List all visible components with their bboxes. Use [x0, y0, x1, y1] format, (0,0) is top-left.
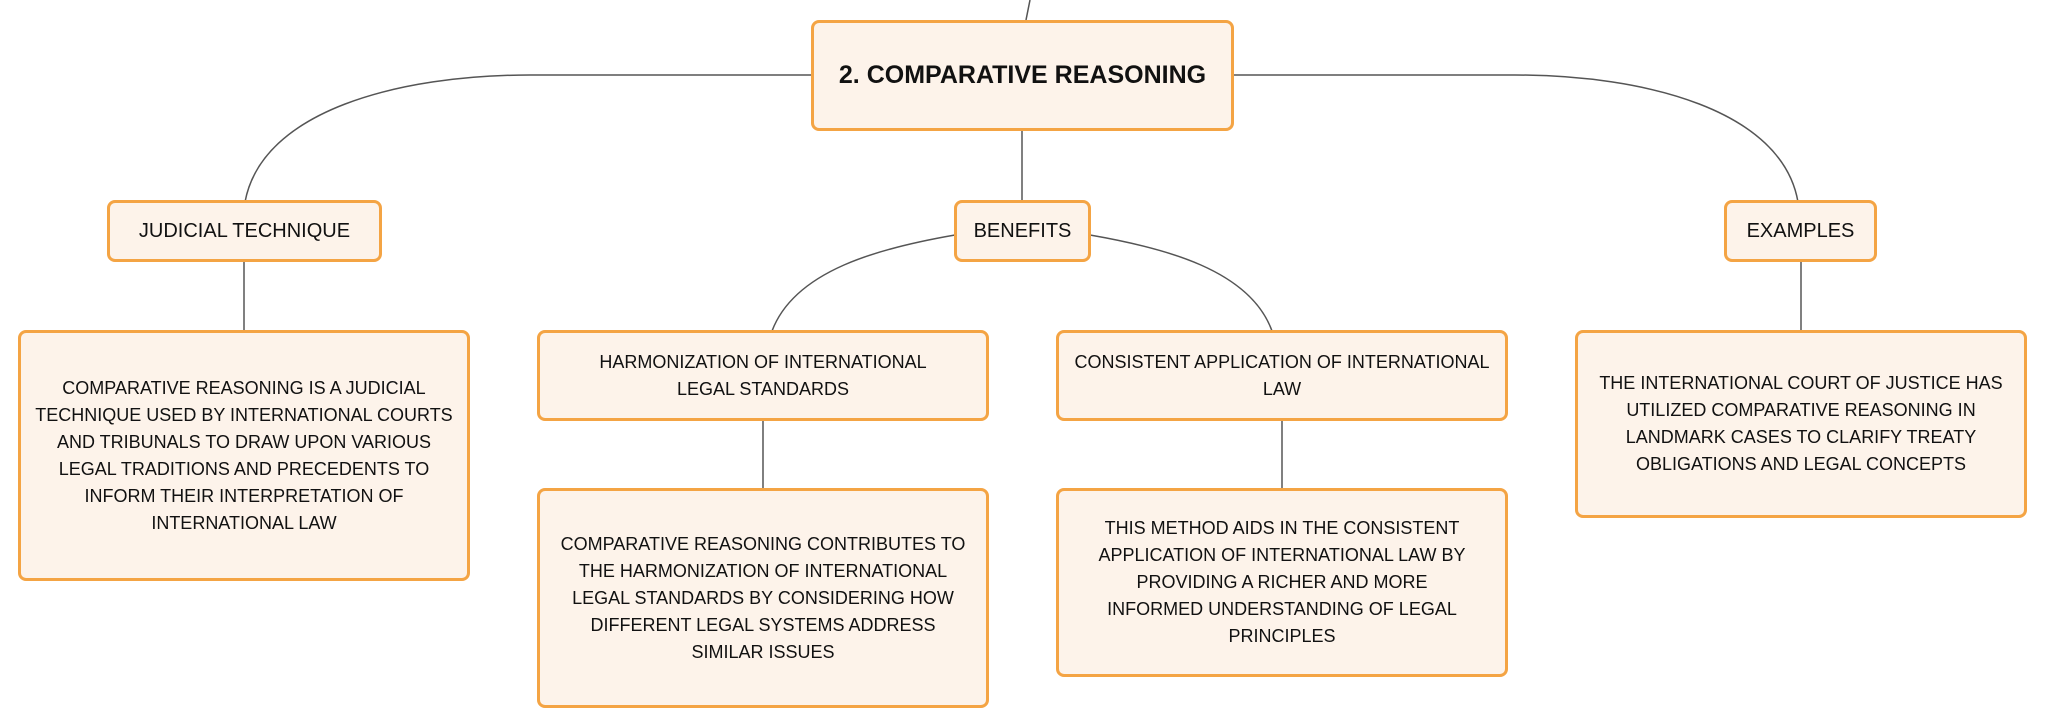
connector-root-examples [1233, 74, 1799, 203]
consistent-application-detail-node[interactable]: THIS METHOD AIDS IN THE CONSISTENT APPLI… [1056, 488, 1508, 677]
connector-benefits-harmonization [771, 234, 956, 332]
examples-detail-node[interactable]: THE INTERNATIONAL COURT OF JUSTICE HAS U… [1575, 330, 2027, 518]
consistent-application-detail: THIS METHOD AIDS IN THE CONSISTENT APPLI… [1098, 518, 1466, 646]
connector-root-parent [1025, 0, 1031, 21]
harmonization-label: HARMONIZATION OF INTERNATIONAL LEGAL STA… [599, 351, 927, 399]
examples-node[interactable]: EXAMPLES [1724, 200, 1877, 262]
connector-benefits-consistent [1089, 234, 1273, 332]
connector-root-judicial [244, 74, 811, 203]
examples-label: EXAMPLES [1746, 219, 1855, 242]
judicial-technique-label: JUDICIAL TECHNIQUE [138, 219, 351, 242]
judicial-technique-detail-node[interactable]: COMPARATIVE REASONING IS A JUDICIAL TECH… [18, 330, 470, 581]
root-label: 2. COMPARATIVE REASONING [838, 61, 1207, 89]
examples-detail: THE INTERNATIONAL COURT OF JUSTICE HAS U… [1599, 373, 2003, 474]
benefits-node[interactable]: BENEFITS [954, 200, 1091, 262]
consistent-application-label: CONSISTENT APPLICATION OF INTERNATIONAL … [1074, 351, 1490, 399]
judicial-technique-node[interactable]: JUDICIAL TECHNIQUE [107, 200, 382, 262]
consistent-application-node[interactable]: CONSISTENT APPLICATION OF INTERNATIONAL … [1056, 330, 1508, 421]
harmonization-node[interactable]: HARMONIZATION OF INTERNATIONAL LEGAL STA… [537, 330, 989, 421]
harmonization-detail: COMPARATIVE REASONING CONTRIBUTES TO THE… [560, 533, 966, 662]
harmonization-detail-node[interactable]: COMPARATIVE REASONING CONTRIBUTES TO THE… [537, 488, 989, 708]
judicial-technique-detail: COMPARATIVE REASONING IS A JUDICIAL TECH… [35, 377, 453, 533]
root-node[interactable]: 2. COMPARATIVE REASONING [811, 20, 1234, 131]
benefits-label: BENEFITS [973, 219, 1072, 242]
